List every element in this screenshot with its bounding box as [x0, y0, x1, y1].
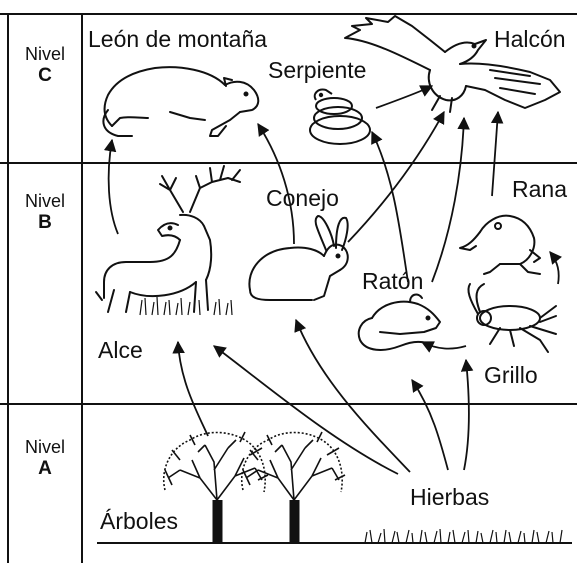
- link-grasses-to-cricket: [460, 358, 474, 471]
- grasses-label: Hierbas: [410, 484, 490, 510]
- link-elk-to-mountain-lion: [103, 138, 119, 235]
- frog-illustration: [459, 214, 541, 275]
- cricket-illustration: [467, 283, 557, 353]
- food-links: [103, 85, 563, 475]
- level-grid: [0, 13, 577, 563]
- link-cricket-to-frog: [549, 251, 563, 285]
- level-b-letter: B: [38, 212, 52, 233]
- snake-illustration: [309, 88, 371, 145]
- cricket-label: Grillo: [484, 362, 538, 388]
- level-c-letter: C: [38, 65, 52, 86]
- elk-grass: [139, 296, 233, 316]
- rabbit-illustration: [248, 215, 349, 301]
- link-frog-to-hawk: [490, 110, 504, 197]
- link-cricket-to-mouse: [420, 341, 467, 353]
- hawk-illustration: [344, 15, 561, 113]
- link-grasses-to-elk: [212, 345, 399, 475]
- mouse-label: Ratón: [362, 268, 424, 294]
- level-a-label: Nivel A: [12, 437, 78, 479]
- link-rabbit-to-mountain-lion: [257, 122, 295, 245]
- mountain-lion-label: León de montaña: [88, 26, 268, 52]
- trees-illustration: [163, 431, 346, 543]
- grasses-illustration: [364, 528, 563, 544]
- rabbit-label: Conejo: [266, 185, 339, 211]
- link-snake-to-hawk: [375, 85, 434, 109]
- frog-label: Rana: [512, 176, 567, 202]
- level-a-letter: A: [38, 458, 52, 479]
- link-grasses-to-mouse: [411, 378, 449, 471]
- elk-label: Alce: [98, 337, 143, 363]
- elk-illustration: [95, 165, 241, 313]
- link-trees-to-elk: [172, 340, 209, 437]
- level-b-word: Nivel: [24, 191, 65, 211]
- snake-label: Serpiente: [268, 57, 367, 83]
- mouse-illustration: [357, 293, 441, 351]
- hawk-label: Halcón: [494, 26, 566, 52]
- link-mouse-to-snake: [371, 130, 409, 283]
- link-mouse-to-hawk: [431, 116, 470, 283]
- trees-label: Árboles: [100, 508, 178, 534]
- level-c-word: Nivel: [24, 44, 65, 64]
- level-b-label: Nivel B: [12, 191, 78, 233]
- level-c-label: Nivel C: [12, 44, 78, 86]
- link-grasses-to-rabbit: [294, 318, 411, 473]
- tree-left: [163, 431, 269, 543]
- mountain-lion-illustration: [102, 66, 260, 137]
- link-rabbit-to-hawk: [347, 110, 445, 243]
- tree-right: [241, 431, 346, 543]
- level-a-word: Nivel: [24, 437, 65, 457]
